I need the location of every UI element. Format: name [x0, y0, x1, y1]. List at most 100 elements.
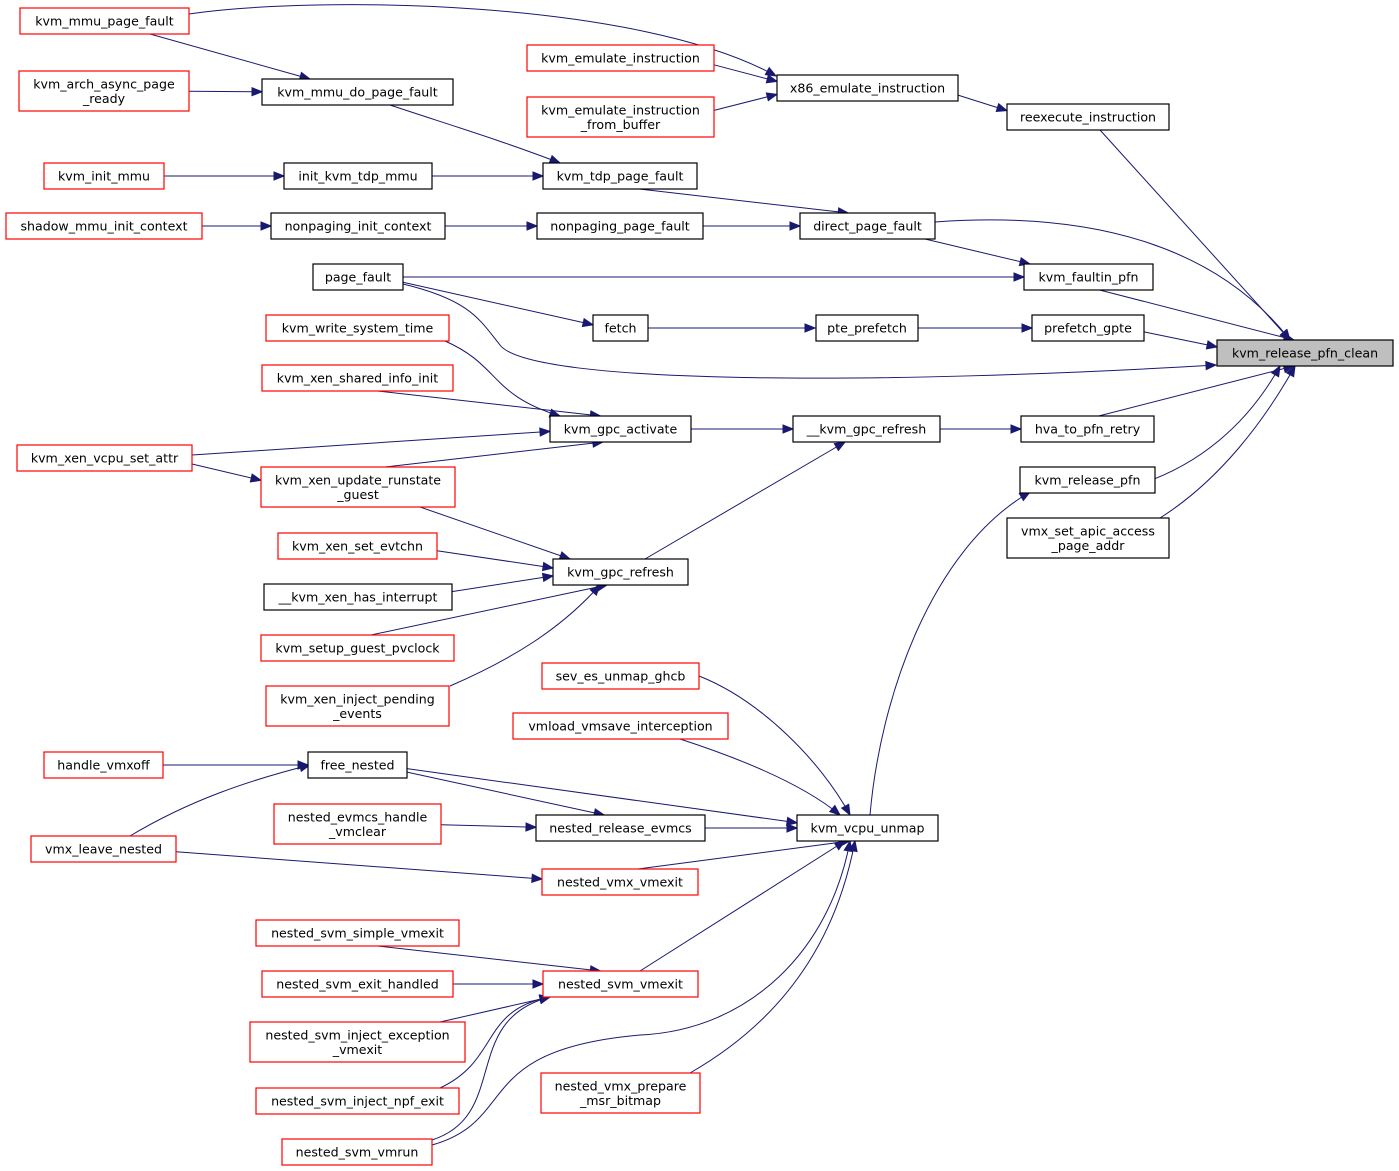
edge-arrowhead — [765, 74, 779, 84]
node-box — [312, 263, 404, 291]
node-emu-instr[interactable]: kvm_emulate_instruction — [526, 44, 715, 72]
node-tdp-pf[interactable]: kvm_tdp_page_fault — [542, 162, 698, 190]
node-shadow-init[interactable]: shadow_mmu_init_context — [5, 212, 203, 240]
edge-evmcs_vmclear-to-nested_release_evmcs — [440, 822, 538, 832]
edge-line — [188, 90, 263, 93]
node-nonpaging-init[interactable]: nonpaging_init_context — [270, 212, 446, 240]
node-nonpaging-pf[interactable]: nonpaging_page_fault — [536, 212, 704, 240]
node-label: kvm_release_pfn_clean — [1232, 346, 1378, 361]
node-vmx-apic[interactable]: vmx_set_apic_access_page_addr — [1006, 517, 1170, 559]
node-setup-pvclock[interactable]: kvm_setup_guest_pvclock — [260, 634, 455, 662]
edge-direct_pf-to-root — [934, 219, 1291, 342]
edge-line — [1159, 365, 1296, 519]
node-mmu-pf[interactable]: kvm_mmu_page_fault — [19, 7, 190, 35]
node-nested-svm-vmexit[interactable]: nested_svm_vmexit — [542, 970, 699, 998]
node-fetch[interactable]: fetch — [592, 314, 649, 342]
edge-line — [644, 441, 846, 560]
node-gpc-refresh-dunder[interactable]: __kvm_gpc_refresh — [792, 415, 941, 443]
node-box — [270, 212, 446, 240]
node-xen-shinfo[interactable]: kvm_xen_shared_info_init — [261, 364, 454, 392]
node-svm-inject-npf[interactable]: nested_svm_inject_npf_exit — [255, 1087, 460, 1115]
edge-arrowhead — [249, 473, 263, 483]
node-arch-async[interactable]: kvm_arch_async_page_ready — [18, 70, 190, 112]
node-evmcs-vmclear[interactable]: nested_evmcs_handle_vmclear — [273, 803, 442, 845]
node-box — [1031, 314, 1145, 342]
node-vcpu-unmap[interactable]: kvm_vcpu_unmap — [796, 814, 939, 842]
edge-arrowhead — [782, 424, 795, 434]
node-emu-instr-buf[interactable]: kvm_emulate_instruction_from_buffer — [526, 96, 715, 138]
node-label: kvm_emulate_instruction — [541, 51, 700, 66]
node-release-pfn[interactable]: kvm_release_pfn — [1019, 466, 1156, 494]
node-vmx-leave-nested[interactable]: vmx_leave_nested — [30, 835, 177, 863]
node-init-tdp-mmu[interactable]: init_kvm_tdp_mmu — [283, 162, 433, 190]
node-box — [249, 1021, 466, 1063]
edge-line — [869, 491, 1031, 816]
node-label: _msr_bitmap — [579, 1093, 661, 1108]
node-box — [1216, 339, 1394, 367]
node-label: kvm_gpc_activate — [564, 422, 678, 437]
edge-line — [402, 283, 1217, 379]
node-box — [283, 162, 433, 190]
node-svm-simple-vmexit[interactable]: nested_svm_simple_vmexit — [255, 919, 460, 947]
node-box — [1023, 263, 1154, 291]
edge-line — [679, 738, 841, 816]
node-label: _from_buffer — [580, 117, 661, 132]
node-box — [260, 466, 456, 508]
node-label: page_fault — [325, 270, 391, 285]
node-svm-inject-exc[interactable]: nested_svm_inject_exception_vmexit — [249, 1021, 466, 1063]
edge-line — [191, 463, 262, 481]
node-xen-evtchn[interactable]: kvm_xen_set_evtchn — [277, 532, 438, 560]
edge-line — [406, 771, 605, 816]
node-svm-vmrun[interactable]: nested_svm_vmrun — [281, 1138, 433, 1166]
node-label: __kvm_gpc_refresh — [806, 422, 926, 437]
node-prefetch-gpte[interactable]: prefetch_gpte — [1031, 314, 1145, 342]
node-label: kvm_xen_shared_info_init — [277, 371, 438, 386]
edge-nonpaging_pf-to-direct_pf — [703, 221, 802, 231]
node-xen-has-intr[interactable]: __kvm_xen_has_interrupt — [263, 583, 453, 611]
edge-arrowhead — [541, 561, 555, 572]
node-gpc-activate[interactable]: kvm_gpc_activate — [549, 415, 692, 443]
edges-layer — [129, 4, 1296, 1146]
node-svm-exit-handled[interactable]: nested_svm_exit_handled — [261, 970, 454, 998]
node-sev-es[interactable]: sev_es_unmap_ghcb — [541, 662, 700, 690]
node-label: nested_svm_vmrun — [296, 1145, 419, 1160]
node-write-sys-time[interactable]: kvm_write_system_time — [265, 314, 450, 342]
node-x86emu[interactable]: x86_emulate_instruction — [776, 74, 959, 102]
node-gpc-refresh[interactable]: kvm_gpc_refresh — [552, 558, 689, 586]
node-page-fault[interactable]: page_fault — [312, 263, 404, 291]
node-box — [265, 314, 450, 342]
node-nested-vmx-prepare[interactable]: nested_vmx_prepare_msr_bitmap — [540, 1072, 701, 1114]
edge-line — [924, 238, 1031, 265]
node-label: handle_vmxoff — [57, 758, 150, 773]
edge-nested_vmx_vmexit-to-vcpu_unmap — [637, 837, 851, 870]
node-xen-vcpu-attr[interactable]: kvm_xen_vcpu_set_attr — [16, 444, 193, 472]
node-free-nested[interactable]: free_nested — [307, 751, 408, 779]
node-box — [273, 803, 442, 845]
edge-vmload-to-vcpu_unmap — [679, 738, 842, 816]
node-handle-vmxoff[interactable]: handle_vmxoff — [43, 751, 164, 779]
node-label: x86_emulate_instruction — [790, 81, 945, 96]
edge-page_fault-to-faultin — [403, 272, 1026, 282]
node-direct-pf[interactable]: direct_page_fault — [799, 212, 936, 240]
node-mmu-do-pf[interactable]: kvm_mmu_do_page_fault — [261, 78, 454, 106]
node-xen-runstate[interactable]: kvm_xen_update_runstate_guest — [260, 466, 456, 508]
edge-vmx_apic-to-root — [1159, 364, 1296, 519]
node-vmload[interactable]: vmload_vmsave_interception — [512, 712, 729, 740]
edge-arrowhead — [1205, 360, 1218, 371]
node-nested-release-evmcs[interactable]: nested_release_evmcs — [535, 814, 706, 842]
node-pte-prefetch[interactable]: pte_prefetch — [815, 314, 919, 342]
node-xen-inject[interactable]: kvm_xen_inject_pending_events — [265, 685, 450, 727]
node-reexec[interactable]: reexecute_instruction — [1006, 103, 1170, 131]
node-box — [540, 1072, 701, 1114]
node-init-mmu[interactable]: kvm_init_mmu — [43, 162, 165, 190]
edge-arrowhead — [1270, 364, 1281, 378]
node-label: hva_to_pfn_retry — [1035, 422, 1141, 437]
node-nested-vmx-vmexit[interactable]: nested_vmx_vmexit — [541, 868, 699, 896]
node-faultin[interactable]: kvm_faultin_pfn — [1023, 263, 1154, 291]
node-label: kvm_mmu_do_page_fault — [277, 85, 438, 100]
node-box — [542, 162, 698, 190]
node-hva[interactable]: hva_to_pfn_retry — [1020, 415, 1155, 443]
edge-line — [370, 584, 608, 636]
node-label: reexecute_instruction — [1020, 110, 1156, 125]
